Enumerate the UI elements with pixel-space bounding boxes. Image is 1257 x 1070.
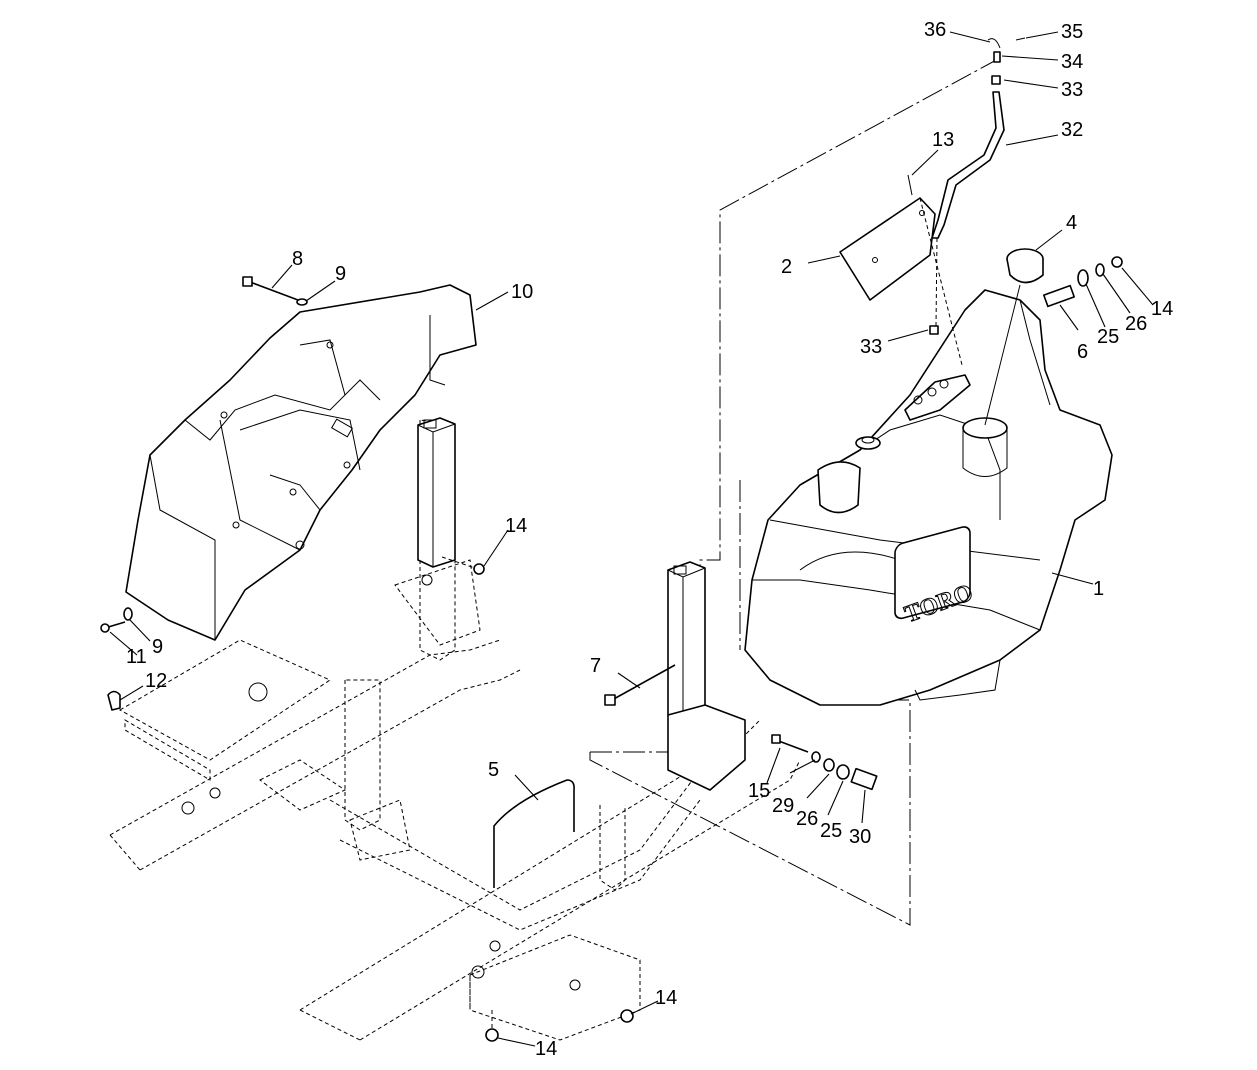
callout-26a: 26 — [1125, 313, 1147, 335]
callout-9a: 9 — [335, 263, 346, 285]
front-upright-post — [417, 417, 456, 568]
callout-4: 4 — [1066, 212, 1077, 234]
rear-upright-post — [667, 561, 746, 791]
callout-labels: 1 2 4 5 6 7 8 9 9 10 11 12 13 14 14 14 1… — [126, 19, 1173, 1060]
callout-13: 13 — [932, 129, 954, 151]
callout-33a: 33 — [860, 336, 882, 358]
callout-11: 11 — [126, 646, 147, 668]
callout-14b: 14 — [1151, 298, 1173, 320]
callout-35: 35 — [1061, 21, 1083, 43]
callout-12: 12 — [145, 670, 167, 692]
callout-25b: 25 — [820, 820, 842, 842]
callout-32: 32 — [1061, 119, 1083, 141]
callout-6: 6 — [1077, 341, 1088, 363]
callout-14c: 14 — [655, 987, 677, 1009]
callout-15: 15 — [748, 780, 770, 802]
callout-29: 29 — [772, 795, 794, 817]
callout-36: 36 — [924, 19, 946, 41]
hardware — [100, 37, 1123, 1042]
callout-34: 34 — [1061, 51, 1083, 73]
callout-14a: 14 — [505, 515, 527, 537]
callout-7: 7 — [590, 655, 601, 677]
callout-10: 10 — [511, 281, 533, 303]
mounting-bracket — [839, 197, 936, 301]
spacer — [1042, 284, 1076, 308]
fuel-tank: TORO — [744, 289, 1113, 706]
callout-33b: 33 — [1061, 79, 1083, 101]
callout-30: 30 — [849, 826, 871, 848]
chassis-frame — [109, 419, 801, 1041]
callout-26b: 26 — [796, 808, 818, 830]
leader-lines — [109, 31, 1154, 1047]
callout-14d: 14 — [535, 1038, 557, 1060]
callout-2: 2 — [781, 256, 792, 278]
seat-support-panel — [125, 284, 477, 641]
callout-5: 5 — [488, 759, 499, 781]
callout-25a: 25 — [1097, 326, 1119, 348]
callout-1: 1 — [1093, 578, 1104, 600]
callout-8: 8 — [292, 248, 303, 270]
callout-9b: 9 — [152, 636, 163, 658]
